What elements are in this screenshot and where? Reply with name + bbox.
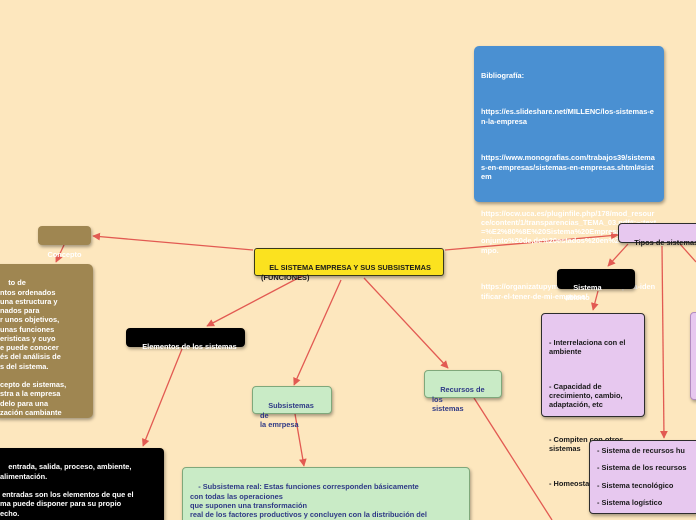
- central-topic-node[interactable]: EL SISTEMA EMPRESA Y SUS SUBSISTEMAS (FU…: [254, 248, 444, 282]
- sistema-abierto-label: Sistema abierto: [565, 283, 604, 302]
- trait-item: - Compiten con otros sistemas: [549, 434, 623, 453]
- elementos-node[interactable]: Elementos de los sistemas: [126, 328, 245, 351]
- bibliography-node[interactable]: Bibliografía: https://es.slideshare.net/…: [474, 46, 664, 301]
- subsistema-real-text: - Subsistema real: Estas funciones corre…: [190, 482, 427, 520]
- bibliography-link-monografias[interactable]: https://www.monografias.com/trabajos39/s…: [481, 153, 655, 181]
- elementos-description-node[interactable]: entrada, salida, proceso, ambiente, alim…: [0, 448, 164, 520]
- sistema-abierto-traits-node[interactable]: - Interrelaciona con el ambiente - Capac…: [541, 313, 645, 488]
- link-central-subsistemas: [293, 279, 342, 386]
- elementos-label: Elementos de los sistemas: [142, 342, 237, 352]
- bibliography-link-uca[interactable]: https://ocw.uca.es/pluginfile.php/178/mo…: [481, 208, 657, 255]
- subsistema-item: - Sistema de recursos hu: [597, 446, 685, 455]
- subsistema-real-node[interactable]: - Subsistema real: Estas funciones corre…: [182, 467, 470, 520]
- link-subsistemas-body: [294, 413, 307, 467]
- trait-item: - Interrelaciona con el ambiente: [549, 337, 628, 356]
- partial-purple-node[interactable]: [690, 312, 696, 400]
- subsistema-item: - Sistema tecnológico: [597, 480, 674, 490]
- recursos-node[interactable]: Recursos de los sistemas: [424, 370, 502, 413]
- central-topic-label: EL SISTEMA EMPRESA Y SUS SUBSISTEMAS (FU…: [261, 263, 433, 282]
- link-recursos-down: [473, 397, 553, 520]
- subsistemas-label: Subsistemas de la emrpesa: [260, 401, 314, 429]
- link-central-recursos: [363, 277, 449, 369]
- link-central-tipos: [444, 231, 619, 251]
- concepto-label: Concepto: [47, 249, 82, 259]
- link-central-elementos: [206, 275, 303, 327]
- subsistema-item: - Sistema logístico: [597, 497, 663, 507]
- link-abierto-list: [591, 290, 599, 311]
- sistema-abierto-node[interactable]: Sistema abierto: [557, 269, 635, 302]
- concepto-node[interactable]: Concepto: [38, 226, 91, 259]
- link-elementos-body: [142, 348, 183, 447]
- recursos-label: Recursos de los sistemas: [432, 385, 485, 413]
- trait-item: - Capacidad de crecimiento, cambio, adap…: [549, 381, 625, 410]
- link-tipos-right: [679, 243, 696, 263]
- elementos-description-text: entrada, salida, proceso, ambiente, alim…: [0, 462, 134, 518]
- subsistemas-node[interactable]: Subsistemas de la emrpesa: [252, 386, 332, 429]
- link-central-concepto: [92, 232, 254, 251]
- link-concepto-body: [55, 244, 65, 263]
- bibliography-link-slideshare[interactable]: https://es.slideshare.net/MILLENC/los-si…: [481, 107, 654, 126]
- concepto-description-text: to de ntos ordenados una estructura y na…: [0, 278, 67, 418]
- bibliography-heading: Bibliografía:: [481, 70, 525, 80]
- tipos-node[interactable]: Tipos de sistemas: [618, 223, 696, 247]
- trait-item: - Homeostasia: [549, 478, 600, 488]
- subsistema-item: - Sistema de los recursos: [597, 463, 687, 473]
- subsistemas-list-node[interactable]: - Sistema de recursos hu - Sistema de lo…: [589, 440, 696, 514]
- link-tipos-abierto: [607, 243, 629, 267]
- link-tipos-subsistemas-lista: [660, 245, 668, 439]
- concepto-description-node[interactable]: to de ntos ordenados una estructura y na…: [0, 264, 93, 418]
- tipos-label: Tipos de sistemas: [634, 238, 696, 248]
